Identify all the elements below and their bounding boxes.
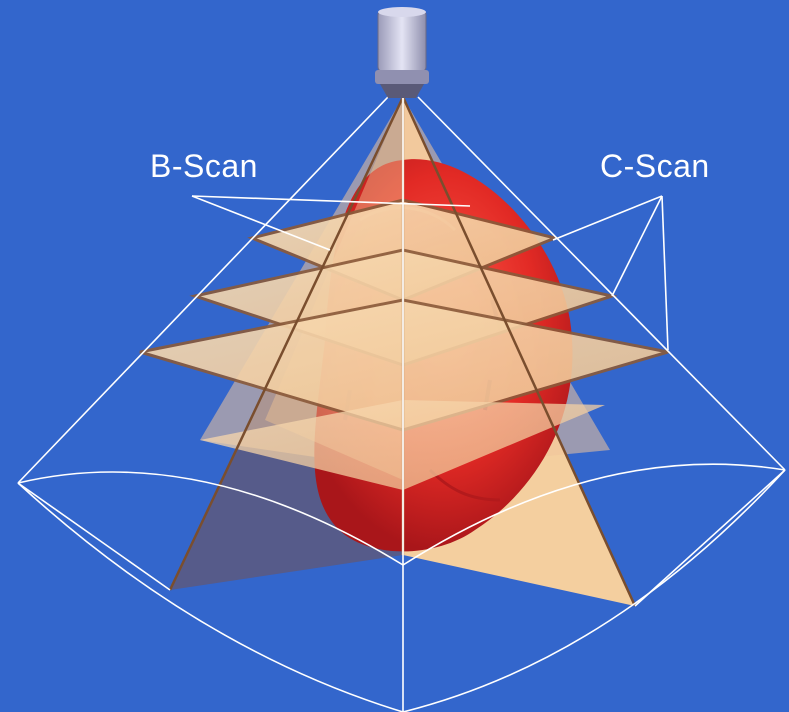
b-scan-label: B-Scan [150,148,258,185]
c-scan-label: C-Scan [600,148,710,185]
ultrasound-probe [375,7,429,98]
